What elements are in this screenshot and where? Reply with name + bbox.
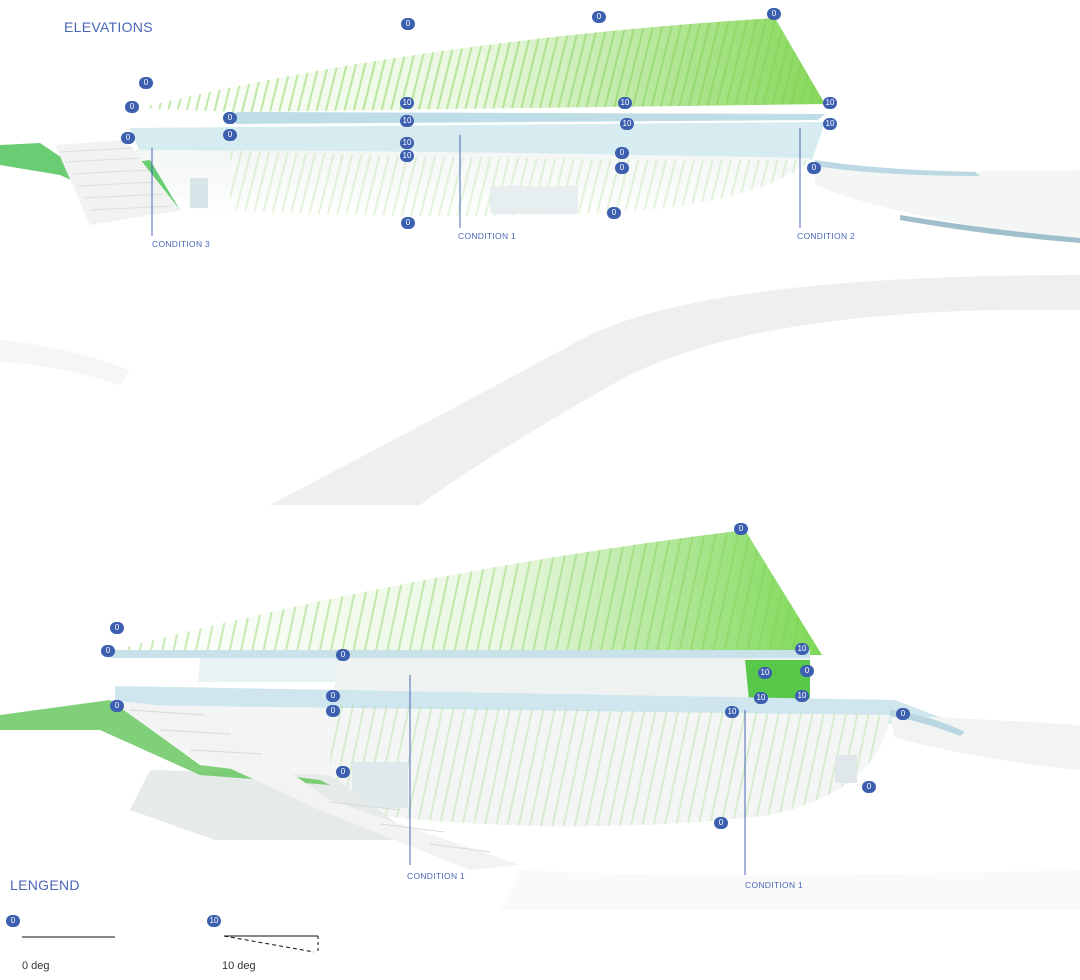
angle-badge: 0 — [110, 622, 124, 634]
condition-label: CONDITION 2 — [797, 231, 856, 241]
flat-line-icon — [22, 936, 115, 938]
stairs — [110, 700, 520, 870]
sheet-title: ELEVATIONS — [64, 19, 153, 35]
angle-badge: 0 — [110, 700, 124, 712]
angle-badge: 0 — [101, 645, 115, 657]
angle-badge: 10 — [795, 690, 809, 702]
angle-badge: 0 — [223, 112, 237, 124]
terrain-green — [0, 700, 330, 785]
legend-label: 0 deg — [22, 960, 50, 972]
angle-badge: 10 — [725, 706, 739, 718]
angle-badge: 0 — [615, 162, 629, 174]
angle-badge: 10 — [400, 115, 414, 127]
angle-badge: 0 — [125, 101, 139, 113]
site-swoosh — [270, 275, 1080, 505]
angle-badge: 0 — [401, 217, 415, 229]
angle-badge: 10 — [823, 118, 837, 130]
road — [890, 715, 1080, 770]
angle-badge: 10 — [758, 667, 772, 679]
condition-label: CONDITION 1 — [745, 880, 804, 890]
opening — [490, 186, 578, 214]
angle-badge: 10 — [754, 692, 768, 704]
angle-badge: 10 — [400, 97, 414, 109]
angle-badge: 10 — [400, 150, 414, 162]
upper-glazing — [198, 658, 350, 682]
condition-label: CONDITION 3 — [152, 239, 211, 249]
angle-badge: 0 — [326, 690, 340, 702]
angle-badge: 10 — [620, 118, 634, 130]
angle-badge: 0 — [807, 162, 821, 174]
condition-label: CONDITION 1 — [407, 871, 466, 881]
tilted-line-icon — [223, 935, 319, 953]
angle-badge: 10 — [823, 97, 837, 109]
angle-badge: 0 — [139, 77, 153, 89]
angle-badge: 0 — [615, 147, 629, 159]
angle-badge: 0 — [336, 766, 350, 778]
roof-slab — [110, 650, 810, 658]
legend-title: LENGEND — [10, 877, 80, 893]
angle-badge: 10 — [618, 97, 632, 109]
angle-badge: 0 — [607, 207, 621, 219]
angle-badge: 10 — [400, 137, 414, 149]
angle-badge: 0 — [862, 781, 876, 793]
angle-badge: 0 — [767, 8, 781, 20]
angle-badge: 0 — [714, 817, 728, 829]
angle-badge: 0 — [326, 705, 340, 717]
ground-shadow — [130, 770, 420, 840]
bottom-elevation-drawing — [0, 530, 1080, 910]
angle-badge: 0 — [223, 129, 237, 141]
legend-badge: 0 — [6, 915, 20, 927]
angle-badge: 0 — [800, 665, 814, 677]
legend-label: 10 deg — [222, 960, 256, 972]
condition-label: CONDITION 1 — [458, 231, 517, 241]
roof-slab — [236, 112, 825, 124]
angle-badge: 0 — [734, 523, 748, 535]
angle-badge: 0 — [896, 708, 910, 720]
legend-badge: 10 — [207, 915, 221, 927]
angle-badge: 0 — [121, 132, 135, 144]
angle-badge: 0 — [592, 11, 606, 23]
opening — [190, 178, 208, 208]
angle-badge: 0 — [336, 649, 350, 661]
glazing-band — [130, 122, 825, 160]
top-elevation-drawing — [0, 18, 1080, 505]
road — [815, 160, 1080, 240]
angle-badge: 10 — [795, 643, 809, 655]
angle-badge: 0 — [401, 18, 415, 30]
opening — [835, 755, 857, 783]
